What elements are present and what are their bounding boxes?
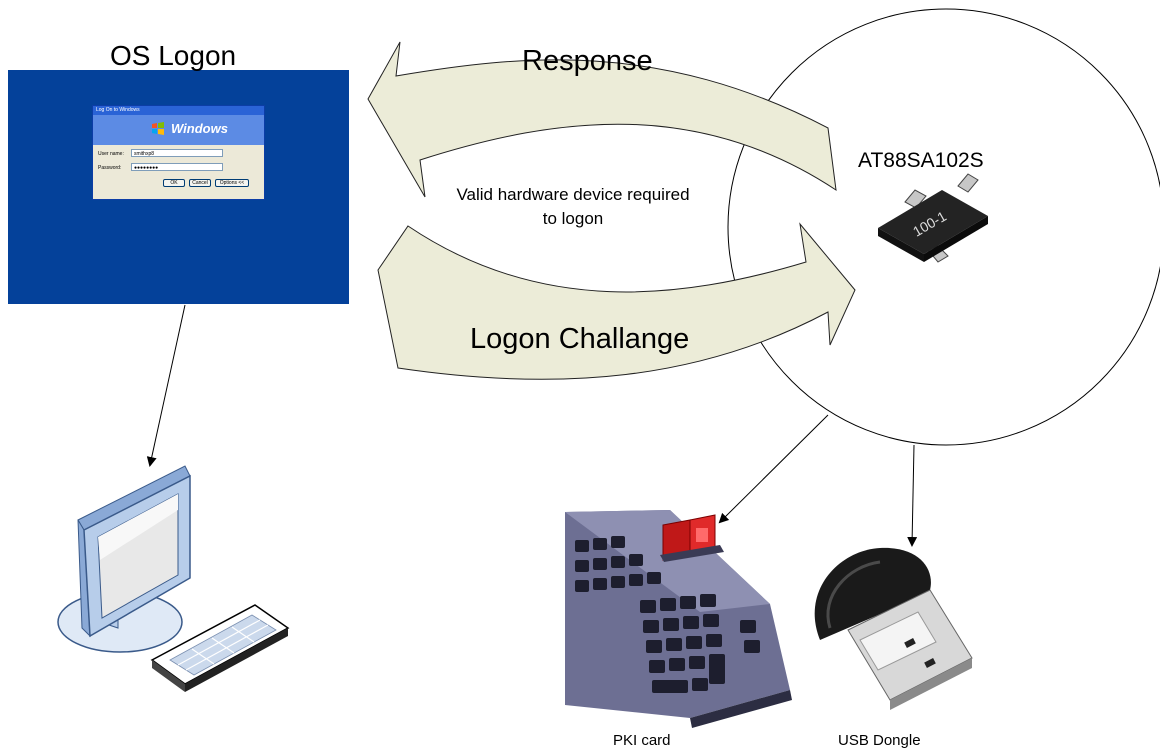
circle-to-usb-connector	[907, 444, 918, 547]
chip-icon: 100-1	[878, 173, 988, 263]
response-arrow	[367, 41, 837, 198]
logon-to-computer-connector	[146, 304, 186, 467]
circle-to-pki-connector	[718, 414, 829, 524]
password-row: Password: ●●●●●●●●	[93, 163, 264, 173]
dialog-brand: Windows	[171, 121, 228, 136]
usb-dongle-label: USB Dongle	[838, 732, 921, 749]
ok-button[interactable]: OK	[163, 179, 185, 187]
options-button[interactable]: Options <<	[215, 179, 249, 187]
windows-logon-dialog: Log On to Windows Windows User name: smi…	[92, 105, 265, 200]
usb-dongle-icon	[814, 547, 973, 710]
password-label: Password:	[98, 165, 122, 171]
cancel-button[interactable]: Cancel	[189, 179, 211, 187]
os-logon-title: OS Logon	[110, 40, 237, 71]
challenge-arrow	[377, 222, 856, 380]
button-row: OK Cancel Options <<	[93, 179, 264, 189]
chip-name-label: AT88SA102S	[858, 149, 984, 172]
pki-keyboard-icon	[565, 510, 792, 728]
user-name-input[interactable]: smithxp8	[131, 149, 223, 157]
password-input[interactable]: ●●●●●●●●	[131, 163, 223, 171]
windows-flag-icon	[152, 122, 164, 135]
dialog-banner: Windows	[93, 115, 264, 145]
logon-challenge-label: Logon Challange	[470, 323, 690, 355]
computer-icon	[57, 465, 290, 692]
pki-card-label: PKI card	[613, 732, 671, 749]
user-name-label: User name:	[98, 151, 124, 157]
dialog-title: Log On to Windows	[93, 106, 264, 115]
response-label: Response	[522, 45, 653, 77]
user-row: User name: smithxp8	[93, 149, 264, 159]
valid-device-note: Valid hardware device required to logon	[456, 185, 690, 228]
